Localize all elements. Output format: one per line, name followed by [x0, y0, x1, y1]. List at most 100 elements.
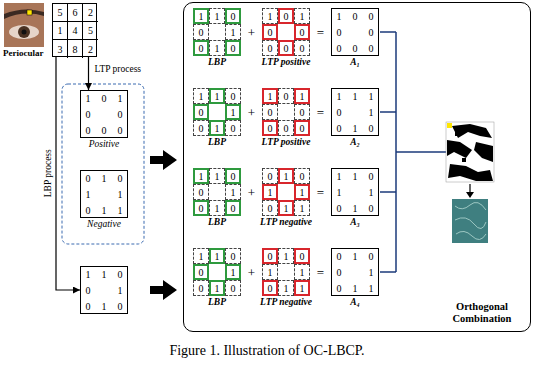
ltp-group-frame — [62, 84, 144, 244]
grid-cell: 6 — [68, 4, 83, 22]
grid-cell: 3 — [53, 40, 68, 58]
grid-cell: 0 — [331, 24, 347, 40]
grid-cell: 0 — [262, 104, 278, 120]
grid-cell: 0 — [331, 200, 347, 216]
grid-cell: 0 — [363, 40, 379, 56]
grid-cell: 2 — [83, 40, 98, 58]
blob — [448, 164, 493, 181]
grid-cell: 0 — [80, 122, 96, 138]
iris — [18, 26, 30, 38]
grid-cell: 0 — [363, 24, 379, 40]
grid-cell: 1 — [294, 264, 310, 280]
process-arrow — [56, 57, 80, 290]
group-title: Orthogonal Combination — [440, 301, 524, 325]
patch-marker — [447, 123, 452, 128]
grid-cell: 1 — [112, 202, 128, 218]
grid-cell: 1 — [80, 90, 96, 106]
pupil — [22, 30, 27, 35]
image-label: Periocular — [3, 49, 43, 58]
grid-cell: 1 — [262, 264, 278, 280]
grid-cell: 0 — [80, 106, 96, 122]
grid-cell: 0 — [193, 104, 209, 120]
grid-cell: 0 — [331, 264, 347, 280]
grid-cell: 0 — [80, 282, 96, 298]
eye-white — [9, 25, 39, 39]
operator-sign: = — [317, 186, 324, 199]
grid-caption: LTP positive — [262, 137, 311, 147]
process-arrow — [88, 57, 89, 90]
texture-line — [455, 202, 486, 210]
grid-cell: 0 — [347, 40, 363, 56]
operator-sign: + — [248, 26, 255, 39]
grid-cell: 1 — [209, 88, 225, 104]
grid-cell: 1 — [331, 184, 347, 200]
grid-cell: 1 — [331, 8, 347, 24]
grid-cell: 0 — [193, 280, 209, 296]
binary-pattern — [447, 124, 493, 181]
grid-caption: LBP — [208, 297, 226, 307]
grid-cell: 1 — [278, 280, 294, 296]
grid-cell: 1 — [363, 104, 379, 120]
grid-caption: LBP — [208, 217, 226, 227]
grid-cell: 8 — [68, 40, 83, 58]
code-grid: 01011011LTP negative — [262, 248, 310, 296]
grid-cell: 1 — [331, 88, 347, 104]
grid-cell: 1 — [225, 24, 241, 40]
grid-cell: 0 — [193, 120, 209, 136]
grid-cell: 0 — [278, 88, 294, 104]
wire — [380, 271, 396, 273]
feature-image — [452, 199, 488, 243]
grid-cell: 0 — [347, 8, 363, 24]
operator-sign: = — [317, 106, 324, 119]
grid-cell: 0 — [225, 88, 241, 104]
grid-cell: 1 — [278, 168, 294, 184]
grid-caption: A₂ — [350, 137, 360, 147]
grid-cell: 1 — [80, 186, 96, 202]
grid-cell: 0 — [193, 200, 209, 216]
code-grid: 10100000LTP positive — [262, 88, 310, 136]
grid-cell: 0 — [363, 8, 379, 24]
grid-cell: 0 — [225, 120, 241, 136]
figure-caption: Figure 1. Illustration of OC-LBCP. — [169, 343, 364, 358]
grid-cell: 0 — [331, 104, 347, 120]
code-grid: 11101010A₂ — [331, 88, 379, 136]
grid-caption: LBP — [208, 137, 226, 147]
blob — [452, 124, 492, 138]
grid-cell: 0 — [278, 8, 294, 24]
grid-caption: Negative — [87, 219, 121, 229]
grid-cell: 1 — [363, 88, 379, 104]
grid-cell: 0 — [262, 40, 278, 56]
grid-cell: 1 — [209, 8, 225, 24]
grid-cell: 1 — [294, 280, 310, 296]
grid-cell: 0 — [363, 200, 379, 216]
grid-cell: 2 — [83, 4, 98, 22]
grid-cell: 0 — [225, 168, 241, 184]
grid-cell: 1 — [53, 22, 68, 40]
operator-sign: + — [248, 106, 255, 119]
texture-line — [455, 218, 486, 229]
grid-caption: A₃ — [350, 217, 360, 227]
combination-wires — [380, 32, 446, 272]
texture-line — [456, 231, 486, 239]
grid-cell: 0 — [112, 298, 128, 314]
grid-cell: 0 — [294, 40, 310, 56]
edge-label: LBP process — [43, 149, 53, 199]
grid-cell: 1 — [363, 184, 379, 200]
grid-cell: 0 — [225, 280, 241, 296]
grid-cell: 1 — [96, 266, 112, 282]
blob — [474, 142, 493, 162]
grid-cell: 1 — [96, 170, 112, 186]
grid-cell: 0 — [363, 168, 379, 184]
code-grid: 11001010LBP — [193, 88, 241, 136]
grid-cell: 0 — [294, 104, 310, 120]
grid-cell: 1 — [294, 88, 310, 104]
grid-cell: 0 — [363, 248, 379, 264]
code-grid: 11001010LBP — [193, 8, 241, 56]
grid-cell: 0 — [193, 184, 209, 200]
patch-marker — [27, 10, 32, 15]
code-grid: 11011010A₃ — [331, 168, 379, 216]
grid-caption: A₄ — [350, 297, 360, 307]
code-grid: 01001011A₄ — [331, 248, 379, 296]
grid-cell: 0 — [294, 24, 310, 40]
